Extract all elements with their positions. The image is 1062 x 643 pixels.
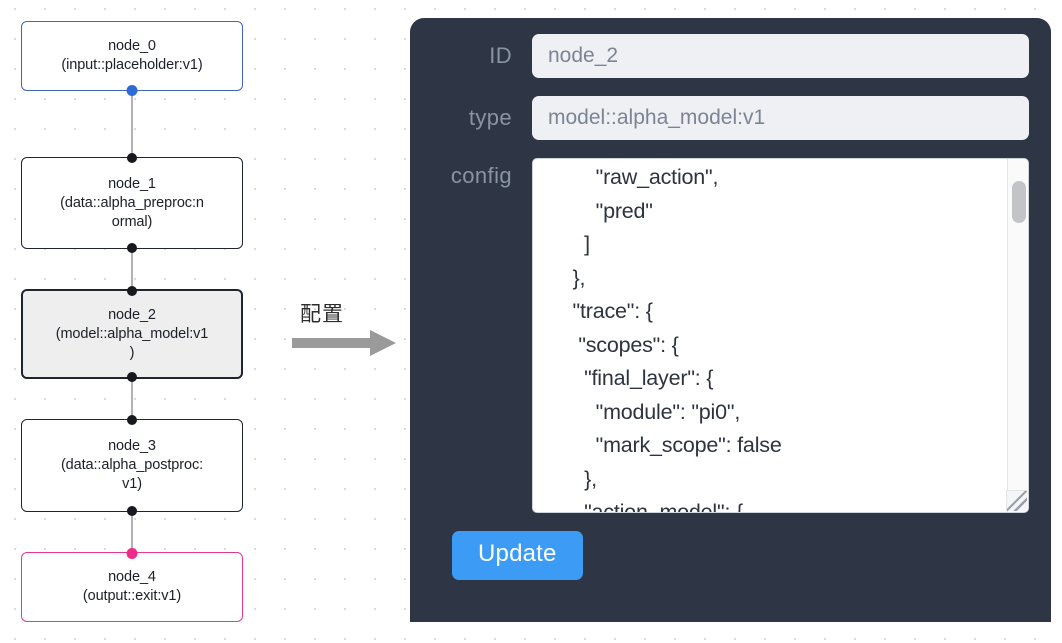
node-handle-target[interactable] — [126, 547, 138, 559]
graph-node-node_1[interactable]: node_1 (data::alpha_preproc:n ormal) — [21, 153, 243, 253]
type-input[interactable] — [532, 96, 1029, 140]
graph-node-node_3[interactable]: node_3 (data::alpha_postproc: v1) — [21, 415, 243, 516]
graph-node-node_4[interactable]: node_4 (output::exit:v1) — [21, 547, 243, 622]
node-handle-source[interactable] — [127, 506, 137, 516]
inspector-actions: Update — [432, 531, 1029, 580]
annotation-arrow-icon — [292, 330, 396, 356]
config-field-label: config — [450, 163, 512, 188]
id-field-label: ID — [489, 43, 512, 68]
type-field-label: type — [468, 105, 512, 130]
graph-node-node_0[interactable]: node_0 (input::placeholder:v1) — [21, 21, 243, 96]
graph-node-label: node_1 (data::alpha_preproc:n ormal) — [60, 175, 204, 230]
graph-node-label: node_4 (output::exit:v1) — [82, 569, 182, 604]
annotation-label: 配置 — [300, 303, 344, 326]
node-handle-source[interactable] — [126, 84, 138, 96]
node-handle-target[interactable] — [127, 415, 137, 425]
field-row-id: ID — [432, 34, 1029, 78]
graph-node-label: node_0 (input::placeholder:v1) — [61, 38, 203, 73]
id-input[interactable] — [532, 34, 1029, 78]
config-editor-wrap: "raw_action", "pred" ] }, "trace": { "sc… — [532, 158, 1029, 513]
graph-node-label: node_2 (model::alpha_model:v1 ) — [55, 306, 209, 361]
field-row-type: type — [432, 96, 1029, 140]
field-row-config: config "raw_action", "pred" ] }, "trace"… — [432, 158, 1029, 513]
node-inspector-panel: ID type config "raw_action", "pred" ] },… — [410, 18, 1051, 622]
node-handle-source[interactable] — [127, 243, 137, 253]
annotation-group: 配置 — [292, 298, 402, 356]
config-text-content: "raw_action", "pred" ] }, "trace": { "sc… — [572, 165, 782, 513]
config-scrollbar-thumb[interactable] — [1012, 181, 1026, 223]
config-textarea[interactable]: "raw_action", "pred" ] }, "trace": { "sc… — [532, 158, 1029, 513]
node-handle-target[interactable] — [127, 286, 137, 296]
node-handle-source[interactable] — [127, 372, 137, 382]
config-scrollbar[interactable] — [1007, 159, 1028, 512]
graph-node-label: node_3 (data::alpha_postproc: v1) — [60, 438, 204, 492]
graph-node-node_2[interactable]: node_2 (model::alpha_model:v1 ) — [21, 286, 243, 382]
update-button[interactable]: Update — [452, 531, 583, 580]
config-resize-grip-icon[interactable] — [1006, 490, 1027, 511]
node-handle-target[interactable] — [127, 153, 137, 163]
